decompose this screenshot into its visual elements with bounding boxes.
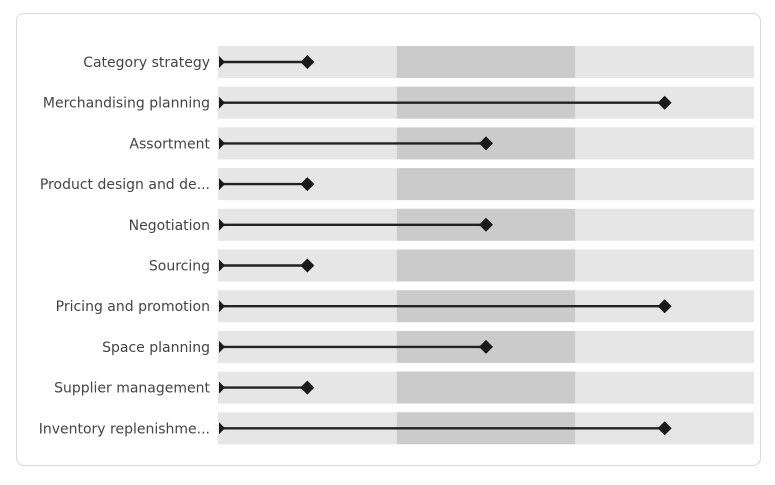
- value-marker[interactable]: [479, 217, 493, 232]
- category-label: Sourcing: [149, 259, 210, 275]
- value-marker[interactable]: [300, 258, 315, 273]
- category-label: Negotiation: [129, 218, 210, 234]
- range-band-2: [396, 168, 576, 201]
- value-marker[interactable]: [479, 136, 493, 151]
- range-band-3: [575, 208, 754, 241]
- category-label: Merchandising planning: [43, 96, 210, 112]
- range-band-3: [575, 330, 754, 363]
- category-label: Product design and de...: [40, 177, 210, 193]
- start-marker: [219, 56, 225, 68]
- value-marker[interactable]: [657, 95, 672, 110]
- category-label: Pricing and promotion: [56, 299, 210, 315]
- value-marker[interactable]: [300, 177, 315, 192]
- category-label: Space planning: [102, 340, 210, 356]
- start-marker: [219, 340, 225, 353]
- range-band-3: [575, 249, 754, 282]
- range-band-3: [575, 46, 754, 78]
- range-band-2: [396, 249, 576, 282]
- value-marker[interactable]: [657, 421, 672, 436]
- start-marker: [219, 178, 225, 191]
- value-marker[interactable]: [657, 299, 672, 314]
- range-band-3: [575, 127, 754, 160]
- start-marker: [219, 96, 225, 109]
- category-label: Supplier management: [54, 381, 210, 397]
- category-label: Inventory replenishme...: [39, 421, 210, 437]
- category-label: Category strategy: [83, 55, 210, 71]
- start-marker: [219, 259, 225, 272]
- start-marker: [219, 137, 225, 150]
- range-bands: [218, 46, 754, 445]
- range-band-2: [396, 46, 576, 78]
- range-band-3: [575, 168, 754, 201]
- value-marker[interactable]: [300, 55, 315, 69]
- category-label: Assortment: [129, 136, 210, 152]
- value-marker[interactable]: [300, 380, 315, 395]
- start-marker: [219, 300, 225, 313]
- value-marks: [219, 55, 672, 436]
- start-marker: [219, 218, 225, 231]
- range-band-3: [575, 371, 754, 404]
- start-marker: [219, 381, 225, 394]
- value-marker[interactable]: [479, 339, 493, 354]
- start-marker: [219, 422, 225, 435]
- range-band-2: [396, 371, 576, 404]
